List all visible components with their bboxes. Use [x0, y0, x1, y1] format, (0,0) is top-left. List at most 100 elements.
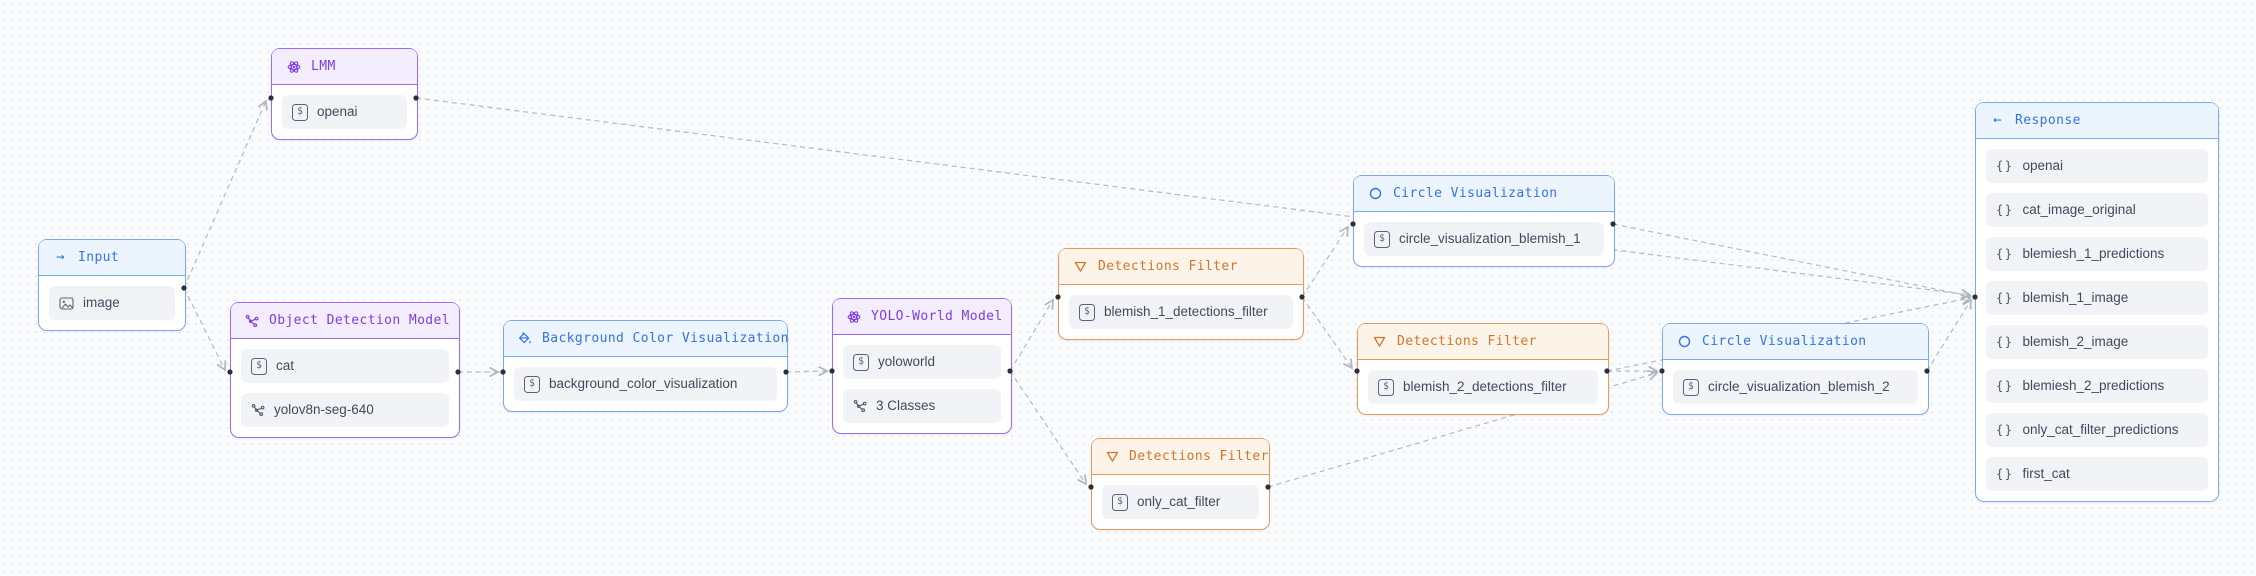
block-item[interactable]: $ blemish_1_detections_filter	[1069, 295, 1293, 329]
string-parameter-icon: $	[292, 103, 308, 121]
node-body: image	[39, 276, 185, 330]
funnel-icon	[1106, 451, 1119, 463]
item-label: circle_visualization_blemish_2	[1708, 379, 1890, 394]
braces-icon: {}	[1996, 467, 2014, 481]
string-parameter-icon: $	[251, 357, 267, 375]
node-body: $ cat yolov8n-seg-640	[231, 339, 459, 437]
node-yolo-world-model[interactable]: YOLO-World Model $ yoloworld 3 Classes	[832, 298, 1012, 434]
node-body: $ circle_visualization_blemish_1	[1354, 212, 1614, 266]
image-icon	[59, 296, 74, 310]
node-background-color-visualization[interactable]: Background Color Visualization $ backgro…	[503, 320, 788, 412]
block-item[interactable]: $ cat	[241, 349, 449, 383]
block-item[interactable]: $ background_color_visualization	[514, 367, 777, 401]
item-label: image	[83, 295, 120, 310]
arrow-left-icon: ←	[1993, 112, 2002, 128]
braces-icon: {}	[1996, 423, 2014, 437]
node-body: $ only_cat_filter	[1092, 475, 1269, 529]
block-item[interactable]: $ circle_visualization_blemish_1	[1364, 222, 1604, 256]
edge	[785, 365, 829, 377]
braces-icon: {}	[1996, 335, 2014, 349]
block-item[interactable]: {} blemiesh_1_predictions	[1986, 237, 2208, 271]
string-parameter-icon: $	[524, 375, 540, 393]
node-body: $ blemish_2_detections_filter	[1358, 360, 1608, 414]
item-label: openai	[2022, 158, 2063, 173]
item-label: blemiesh_1_predictions	[2022, 246, 2165, 261]
string-parameter-icon: $	[1378, 378, 1394, 396]
edge	[1301, 296, 1354, 370]
item-label: 3 Classes	[876, 398, 936, 413]
string-parameter-icon: $	[1112, 493, 1128, 511]
node-header: Background Color Visualization	[504, 321, 789, 357]
item-label: blemish_2_detections_filter	[1403, 379, 1567, 394]
node-detections-filter-blemish-1[interactable]: Detections Filter $ blemish_1_detections…	[1058, 248, 1304, 340]
braces-icon: {}	[1996, 379, 2014, 393]
node-detections-filter-only-cat[interactable]: Detections Filter $ only_cat_filter	[1091, 438, 1270, 530]
edge	[1301, 225, 1349, 298]
block-item[interactable]: {} cat_image_original	[1986, 193, 2208, 227]
item-label: first_cat	[2022, 466, 2070, 481]
block-item[interactable]: {} blemish_1_image	[1986, 281, 2208, 315]
paint-bucket-icon	[518, 331, 532, 346]
item-label: blemiesh_2_predictions	[2022, 378, 2165, 393]
node-response[interactable]: ← Response {} openai {} cat_image_origin…	[1975, 102, 2219, 502]
node-title: Input	[78, 250, 120, 265]
node-object-detection-model[interactable]: Object Detection Model $ cat yolov8n-seg…	[230, 302, 460, 438]
block-item[interactable]: image	[49, 286, 175, 320]
block-item[interactable]: $ circle_visualization_blemish_2	[1673, 370, 1918, 404]
block-item[interactable]: {} only_cat_filter_predictions	[1986, 413, 2208, 447]
circle-icon	[1677, 335, 1692, 348]
string-parameter-icon: $	[1374, 230, 1390, 248]
node-circle-visualization-blemish-1[interactable]: Circle Visualization $ circle_visualizat…	[1353, 175, 1615, 267]
arrow-right-icon: →	[56, 249, 65, 265]
node-body: $ openai	[272, 85, 417, 139]
node-detections-filter-blemish-2[interactable]: Detections Filter $ blemish_2_detections…	[1357, 323, 1609, 415]
block-item[interactable]: 3 Classes	[843, 389, 1001, 423]
block-item[interactable]: {} openai	[1986, 149, 2208, 183]
node-header: → Input	[39, 240, 185, 276]
node-input[interactable]: → Input image	[38, 239, 186, 331]
node-header: Detections Filter	[1092, 439, 1269, 475]
item-label: blemish_1_image	[2022, 290, 2129, 305]
atom-icon	[847, 310, 861, 324]
atom-icon	[286, 60, 301, 74]
braces-icon: {}	[1996, 159, 2014, 173]
node-lmm[interactable]: LMM $ openai	[271, 48, 418, 140]
block-item[interactable]: $ only_cat_filter	[1102, 485, 1259, 519]
node-header: Circle Visualization	[1354, 176, 1614, 212]
item-label: yolov8n-seg-640	[274, 402, 374, 417]
molecule-icon	[245, 314, 259, 328]
string-parameter-icon: $	[853, 353, 869, 371]
node-body: {} openai {} cat_image_original {} blemi…	[1976, 139, 2218, 501]
block-item[interactable]: $ openai	[282, 95, 407, 129]
node-header: Object Detection Model	[231, 303, 459, 339]
edge	[183, 99, 268, 289]
edge	[1009, 298, 1054, 372]
node-body: $ yoloworld 3 Classes	[833, 335, 1011, 433]
node-circle-visualization-blemish-2[interactable]: Circle Visualization $ circle_visualizat…	[1662, 323, 1929, 415]
node-header: YOLO-World Model	[833, 299, 1011, 335]
funnel-icon	[1372, 336, 1387, 348]
item-label: cat_image_original	[2022, 202, 2136, 217]
node-body: $ background_color_visualization	[504, 357, 787, 411]
item-label: blemish_1_detections_filter	[1104, 304, 1268, 319]
braces-icon: {}	[1996, 291, 2014, 305]
edge	[1009, 370, 1087, 486]
node-title: Detections Filter	[1397, 334, 1537, 349]
node-header: Detections Filter	[1059, 249, 1303, 285]
node-header: Detections Filter	[1358, 324, 1608, 360]
molecule-icon	[251, 403, 265, 417]
block-item[interactable]: {} blemish_2_image	[1986, 325, 2208, 359]
node-body: $ circle_visualization_blemish_2	[1663, 360, 1928, 414]
edge	[1612, 223, 1972, 300]
item-label: circle_visualization_blemish_1	[1399, 231, 1581, 246]
node-title: Circle Visualization	[1393, 186, 1558, 201]
block-item[interactable]: $ yoloworld	[843, 345, 1001, 379]
block-item[interactable]: {} first_cat	[1986, 457, 2208, 491]
node-body: $ blemish_1_detections_filter	[1059, 285, 1303, 339]
block-item[interactable]: $ blemish_2_detections_filter	[1368, 370, 1598, 404]
braces-icon: {}	[1996, 247, 2014, 261]
block-item[interactable]: {} blemiesh_2_predictions	[1986, 369, 2208, 403]
node-title: Background Color Visualization	[542, 331, 789, 346]
block-item[interactable]: yolov8n-seg-640	[241, 393, 449, 427]
